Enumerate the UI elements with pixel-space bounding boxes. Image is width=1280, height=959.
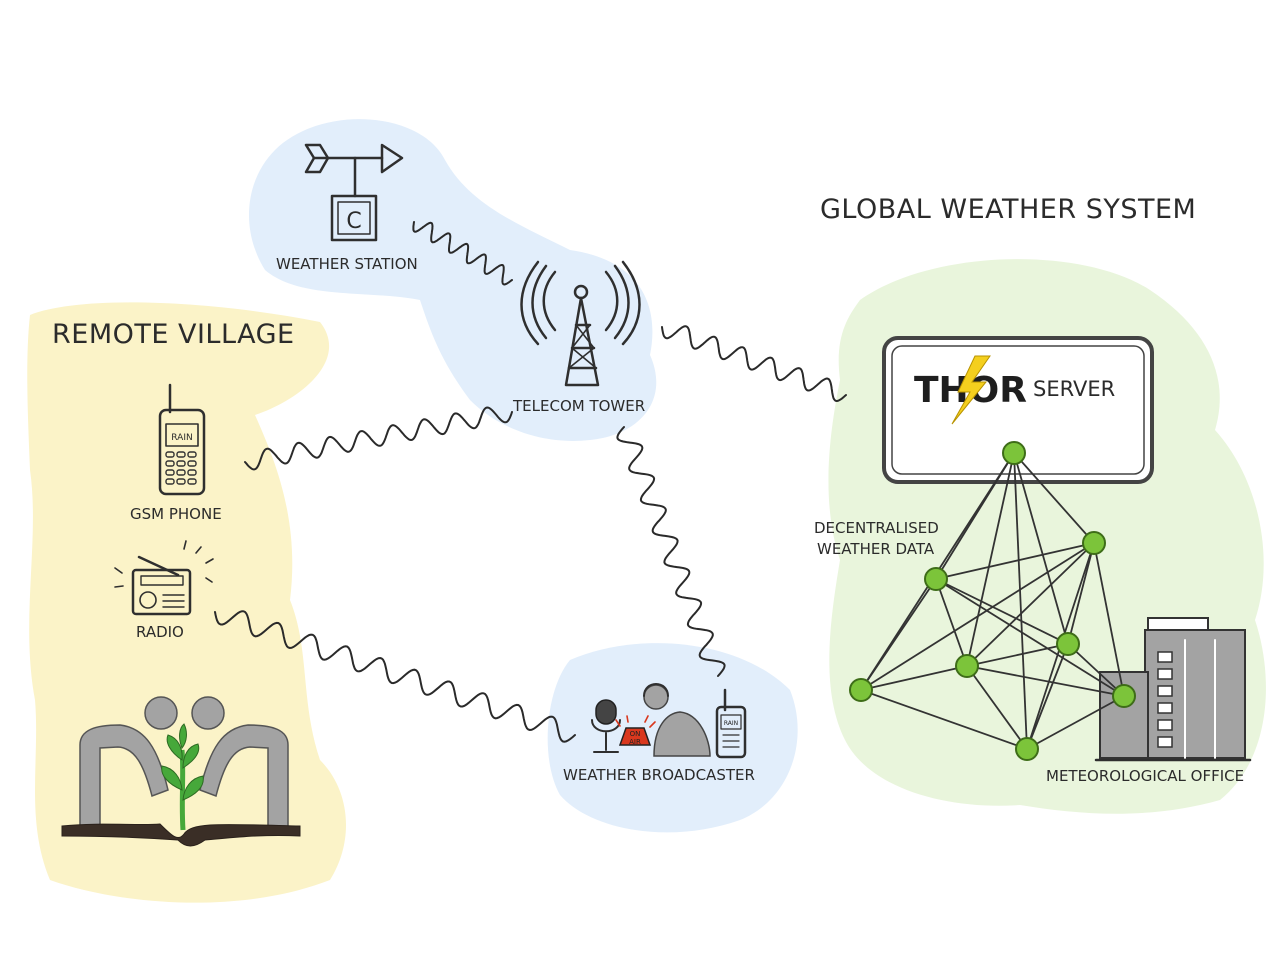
remote-village-title: REMOTE VILLAGE [52, 319, 295, 350]
link-station-to-tower [412, 221, 513, 286]
village-region-blob [27, 302, 347, 903]
decentralised-network [849, 441, 1136, 761]
on-air-line1: ON [630, 730, 641, 738]
phone-screen-text: RAIN [171, 433, 192, 443]
presenter-body [653, 711, 711, 757]
decentralised-label-line2: WEATHER DATA [817, 540, 935, 558]
network-edge [1026, 643, 1069, 750]
network-edge [1013, 452, 1069, 645]
network-node [1082, 531, 1106, 555]
network-edge [860, 578, 937, 691]
farmer-left-body [79, 724, 169, 831]
gsm-phone-icon: RAIN [158, 383, 206, 496]
network-edge [1067, 542, 1095, 645]
broadcaster-illustration: ON AIR RAIN [591, 683, 747, 759]
link-tower-to-server [661, 325, 847, 403]
lightning-bolt-icon [951, 355, 991, 425]
network-node [1015, 737, 1039, 761]
network-edge [1013, 452, 1028, 750]
network-edge [966, 665, 1125, 697]
weather-station-icon: C [304, 143, 404, 242]
network-edge [935, 578, 1125, 697]
network-edge [860, 542, 1095, 691]
network-edge [1093, 542, 1125, 697]
radio-icon [114, 540, 214, 616]
microphone-icon [595, 699, 617, 725]
farmers-illustration [61, 696, 301, 847]
server-word-text: SERVER [1033, 377, 1115, 401]
weather-station-label: WEATHER STATION [276, 255, 418, 273]
network-node [1002, 441, 1026, 465]
network-node [1112, 684, 1136, 708]
network-edge [1013, 452, 1095, 544]
network-node [955, 654, 979, 678]
farmer-right-head [191, 696, 225, 730]
plant-leaves [161, 723, 204, 801]
station-tower-blob [248, 119, 657, 441]
radio-label: RADIO [136, 623, 184, 641]
thor-server-box: THOR SERVER [882, 336, 1154, 484]
meteorological-office-label: METEOROLOGICAL OFFICE [1046, 767, 1244, 785]
network-edge [935, 542, 1095, 580]
global-weather-system-title: GLOBAL WEATHER SYSTEM [820, 194, 1196, 225]
weather-broadcaster-label: WEATHER BROADCASTER [563, 766, 755, 784]
network-edge [1067, 643, 1125, 697]
decentralised-label-line1: DECENTRALISED [814, 519, 939, 537]
station-box-text: C [346, 209, 361, 234]
network-node [849, 678, 873, 702]
network-edge [860, 665, 968, 691]
network-node [1056, 632, 1080, 656]
on-air-line2: AIR [629, 738, 641, 746]
network-node [924, 567, 948, 591]
network-edge [1026, 695, 1125, 750]
network-edge [966, 542, 1095, 667]
farmer-right-body [199, 724, 289, 831]
farmer-left-head [144, 696, 178, 730]
network-edge [966, 452, 1015, 667]
network-edge [935, 578, 968, 667]
soil [61, 823, 301, 847]
presenter-head [643, 684, 669, 710]
link-tower-to-broadcaster [616, 426, 726, 677]
on-air-sign-icon [618, 727, 652, 746]
network-edge [966, 665, 1028, 750]
gsm-phone-label: GSM PHONE [130, 505, 222, 523]
wireless-links [214, 221, 847, 743]
network-edge [966, 643, 1069, 667]
telecom-tower-icon [520, 260, 641, 387]
broadcaster-phone-screen-text: RAIN [724, 720, 738, 727]
telecom-tower-label: TELECOM TOWER [512, 397, 645, 415]
network-edge [860, 689, 1028, 750]
link-radio-to-broadcaster [214, 610, 576, 743]
link-phone-to-tower [244, 406, 513, 471]
network-edge [935, 578, 1069, 645]
